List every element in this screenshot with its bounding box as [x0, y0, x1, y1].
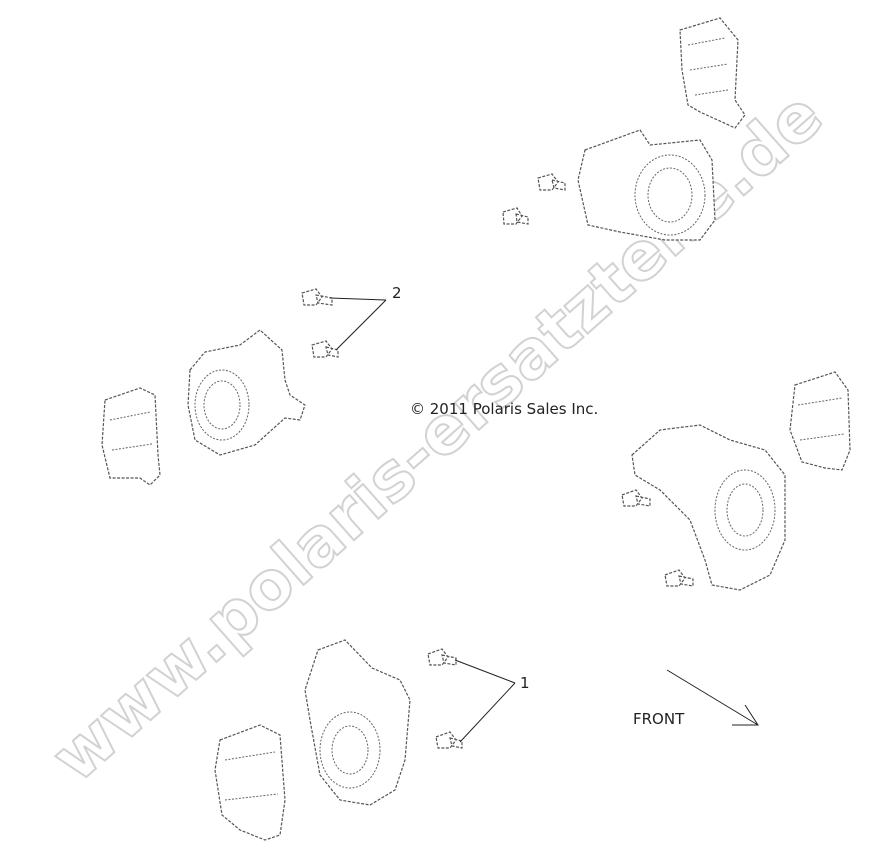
- steering-knuckle-top-right: [577, 129, 716, 241]
- bolt-1b: [435, 731, 463, 749]
- caliper-bottom: [214, 724, 286, 841]
- callout-label-2: 2: [392, 284, 402, 302]
- caliper-right: [789, 371, 851, 471]
- steering-knuckle-bottom: [304, 639, 411, 806]
- steering-knuckle-left: [187, 329, 306, 456]
- steering-knuckle-right: [631, 424, 786, 591]
- caliper-top-right: [679, 17, 746, 129]
- callout-2: 2: [329, 284, 402, 351]
- callout-label-1: 1: [520, 674, 530, 692]
- bolt-top-right-1: [537, 173, 566, 191]
- bolt-2a: [301, 288, 333, 306]
- bolt-right-2: [664, 569, 694, 587]
- caliper-left: [101, 387, 161, 486]
- callout-1: 1: [454, 659, 530, 743]
- copyright-text: © 2011 Polaris Sales Inc.: [410, 400, 598, 418]
- bolt-2b: [311, 340, 339, 358]
- front-label: FRONT: [633, 710, 685, 728]
- bolt-top-right-2: [502, 207, 529, 225]
- front-direction-indicator: FRONT: [633, 669, 759, 728]
- bolt-right-1: [621, 489, 651, 507]
- bolt-1a: [427, 648, 457, 666]
- arrow-icon: [666, 669, 759, 726]
